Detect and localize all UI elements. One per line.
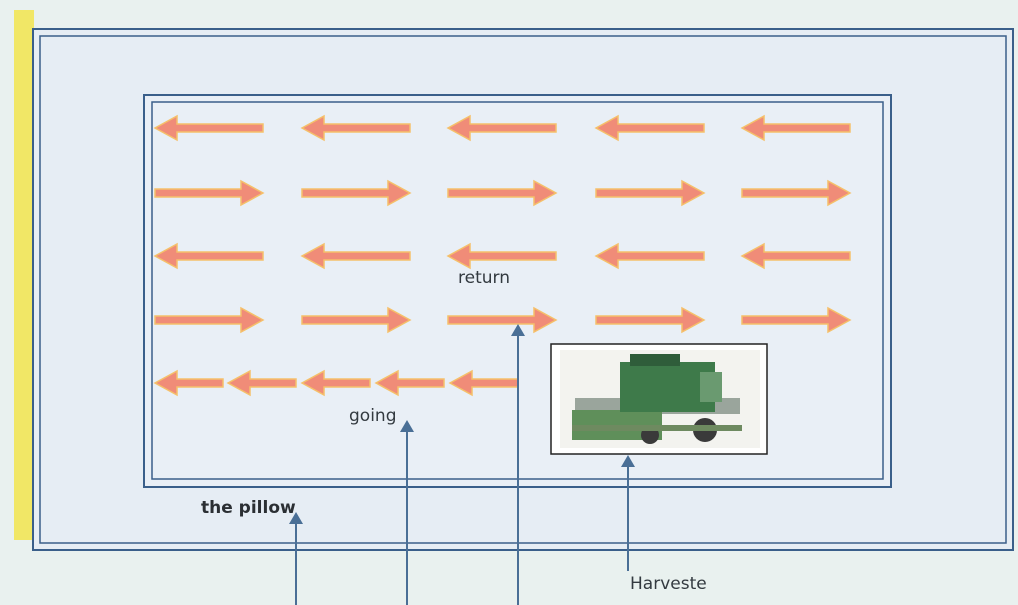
label-harvester: Harveste (630, 574, 707, 594)
label-going: going (349, 406, 396, 426)
side-band (14, 10, 34, 540)
label-the-pillow: the pillow (201, 498, 296, 518)
label-return: return (458, 268, 510, 288)
harvester-photo (551, 344, 767, 454)
